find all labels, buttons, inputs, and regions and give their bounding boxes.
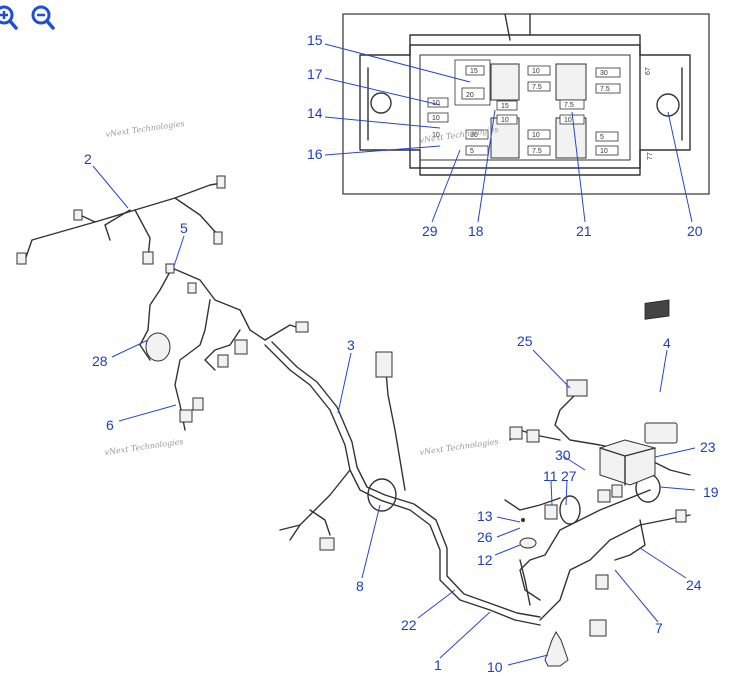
zoom-in-icon[interactable] xyxy=(0,2,20,32)
boot-10 xyxy=(544,630,569,667)
callout-23: 23 xyxy=(700,439,716,455)
relay-module-23 xyxy=(599,439,656,486)
callout-1: 1 xyxy=(434,657,442,673)
callout-13: 13 xyxy=(477,508,493,524)
fuse-label: 5 xyxy=(600,134,604,141)
fuse-part-4 xyxy=(644,299,678,444)
fuse-label: 7.5 xyxy=(532,148,542,155)
fuse-label: 15 xyxy=(501,103,509,110)
callout-30: 30 xyxy=(555,447,571,463)
callout-10: 10 xyxy=(487,659,503,675)
fuse-label: 67 xyxy=(645,67,652,75)
fuse-label: 7.5 xyxy=(600,86,610,93)
fuse-label: 77 xyxy=(647,152,654,160)
callout-12: 12 xyxy=(477,552,493,568)
fuse-label: 10 xyxy=(432,115,440,122)
callout-27: 27 xyxy=(561,468,577,484)
zoom-out-icon[interactable] xyxy=(28,2,56,32)
callout-26: 26 xyxy=(477,529,493,545)
fuse-label: 10 xyxy=(532,132,540,139)
callout-5: 5 xyxy=(180,220,188,236)
leader-lines xyxy=(92,43,696,666)
callout-11: 11 xyxy=(543,468,558,484)
callout-15: 15 xyxy=(307,32,323,48)
fuse-label: 7.5 xyxy=(564,102,574,109)
callout-4: 4 xyxy=(663,335,671,351)
callout-20: 20 xyxy=(687,223,703,239)
callout-2: 2 xyxy=(84,151,92,167)
fuse-box-inset: 15 20 10 7.5 30 7.5 10 10 15 10 7.5 10 3… xyxy=(342,13,710,195)
callout-18: 18 xyxy=(468,223,484,239)
callout-6: 6 xyxy=(106,417,114,433)
fuse-label: 30 xyxy=(600,70,608,77)
fuse-label: 10 xyxy=(432,132,440,139)
clip-26 xyxy=(521,518,525,522)
callout-22: 22 xyxy=(401,617,417,633)
watermark: vNext Technologies xyxy=(105,119,185,139)
callout-16: 16 xyxy=(307,146,323,162)
fuse-label: 10 xyxy=(600,148,608,155)
callout-8: 8 xyxy=(356,578,364,594)
harness-2 xyxy=(16,175,226,265)
callout-24: 24 xyxy=(686,577,702,593)
callout-7: 7 xyxy=(655,620,663,636)
callouts: 15 17 14 16 29 18 21 20 2 5 28 6 3 25 4 … xyxy=(84,32,719,675)
fuse-label: 15 xyxy=(470,68,478,75)
fuse-label: 10 xyxy=(432,100,440,107)
fuse-label: 7.5 xyxy=(532,84,542,91)
callout-21: 21 xyxy=(576,223,592,239)
harness-right xyxy=(504,379,691,637)
callout-17: 17 xyxy=(307,66,323,82)
fuse-label: 5 xyxy=(470,148,474,155)
harness-5-6-28 xyxy=(139,263,309,431)
callout-29: 29 xyxy=(422,223,438,239)
grommet-12 xyxy=(519,537,537,549)
callout-3: 3 xyxy=(347,337,355,353)
fuse-label: 10 xyxy=(501,117,509,124)
callout-19: 19 xyxy=(703,484,719,500)
fuse-label: 30 xyxy=(470,132,478,139)
watermark: vNext Technologies xyxy=(419,437,499,457)
main-harness-1 xyxy=(264,341,691,626)
fuse-label: 10 xyxy=(532,68,540,75)
fuse-label: 10 xyxy=(564,117,572,124)
callout-25: 25 xyxy=(517,333,533,349)
callout-14: 14 xyxy=(307,105,323,121)
watermark: vNext Technologies xyxy=(104,437,184,457)
callout-28: 28 xyxy=(92,353,108,369)
fuse-label: 20 xyxy=(466,92,474,99)
